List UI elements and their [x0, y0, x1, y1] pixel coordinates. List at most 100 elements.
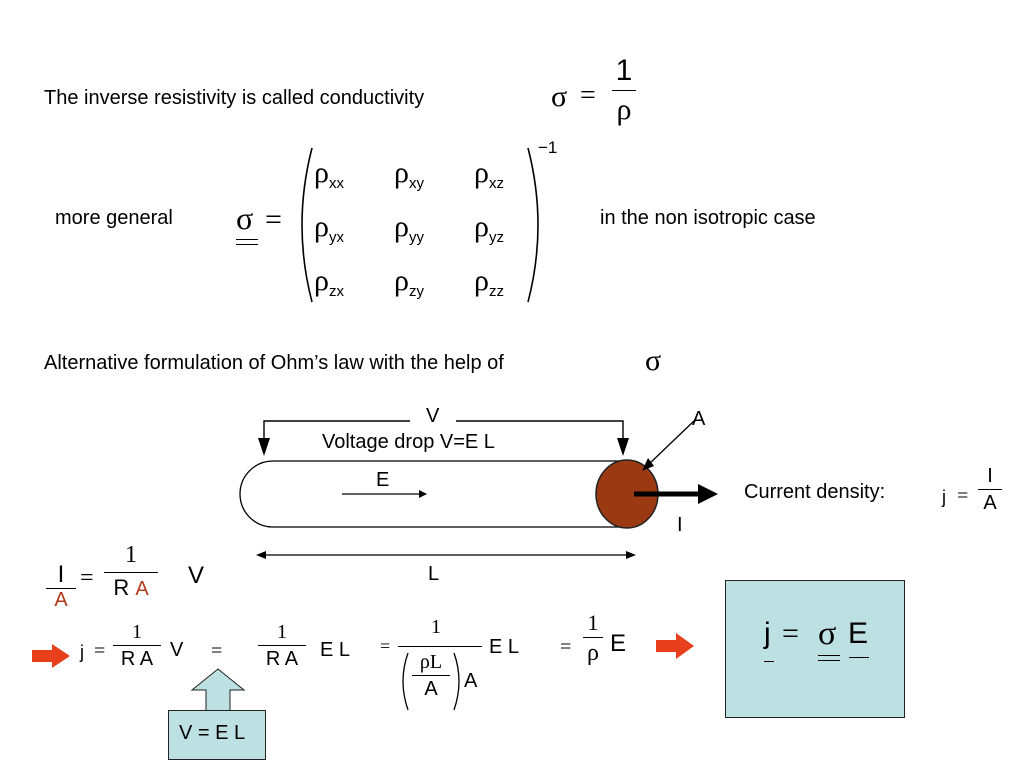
matrix-index: yx — [328, 229, 344, 246]
rho-l-parentheses — [402, 652, 460, 711]
sigma-symbol: σ — [645, 344, 662, 377]
result-box: j = σ E — [725, 580, 905, 718]
fraction-numerator: I — [57, 561, 65, 588]
inverse-exponent: −1 — [538, 138, 558, 157]
current-over-area: I A — [46, 563, 76, 610]
one-over-rho-fraction: 1 ρ — [583, 612, 603, 665]
v-label: V — [426, 405, 440, 427]
fraction-one-over-ra: 1 R A — [113, 622, 161, 669]
equals-sign: = — [580, 80, 596, 111]
fraction-denominator: R A — [120, 648, 154, 670]
j-symbol: j — [764, 617, 771, 650]
up-arrow-icon — [190, 668, 246, 712]
equals-sign: = — [560, 636, 572, 658]
fraction-denominator: R A — [265, 648, 299, 670]
equals-sign: = — [957, 485, 969, 507]
conductor-diagram — [239, 419, 718, 559]
equals-sign: = — [94, 640, 106, 662]
e-underline — [849, 657, 869, 658]
rho-l-over-a-fraction: ρL A — [412, 652, 450, 699]
rho-symbol: ρ — [394, 264, 409, 297]
area-symbol: A — [135, 578, 149, 600]
rho-symbol: ρ — [394, 210, 409, 243]
field-length-product: E L — [320, 639, 351, 661]
fraction-denominator: R A — [113, 575, 149, 600]
j-symbol: j — [942, 487, 946, 507]
non-isotropic-note: in the non isotropic case — [600, 207, 816, 229]
current-density-fraction: I A — [978, 466, 1002, 513]
sigma-underline-1 — [818, 655, 840, 656]
e-field-label: E — [376, 469, 390, 491]
j-symbol: j — [80, 642, 84, 662]
area-symbol: A — [464, 670, 478, 692]
matrix-cell: ρxy — [394, 156, 424, 192]
fraction-numerator: 1 — [277, 621, 287, 643]
sigma-underline-2 — [818, 660, 840, 661]
matrix-cell: ρyz — [474, 210, 504, 246]
hint-text: V = E L — [179, 722, 246, 744]
cylinder-body — [239, 460, 625, 528]
one-over-resistance-fraction: 1 R A — [104, 543, 158, 599]
fraction-numerator: I — [987, 465, 993, 487]
fraction-denominator: A — [424, 678, 438, 700]
field-length-product: E L — [489, 636, 520, 658]
equals-sign: = — [80, 565, 94, 591]
sigma-tensor-symbol: σ — [236, 202, 253, 234]
length-label: L — [428, 563, 440, 585]
matrix-index: yz — [488, 229, 504, 246]
field-symbol: E — [848, 617, 869, 650]
fraction-numerator: 1 — [125, 542, 137, 568]
rho-symbol: ρ — [474, 210, 489, 243]
rho-symbol: ρ — [474, 264, 489, 297]
fraction-numerator: 1 — [431, 616, 441, 638]
right-arrow-icon — [32, 644, 70, 668]
sigma-symbol: σ — [818, 615, 837, 652]
matrix-index: zx — [328, 283, 344, 300]
fraction-numerator: ρL — [420, 652, 442, 672]
voltage-drop-label: Voltage drop V=E L — [322, 431, 495, 453]
hint-box: V = E L — [168, 710, 266, 760]
matrix-index: xz — [488, 175, 504, 192]
sigma-tensor-char: σ — [236, 200, 254, 236]
rho-symbol: ρ — [474, 156, 489, 189]
tensor-underline-1 — [236, 239, 258, 240]
tensor-underline-2 — [236, 244, 258, 245]
rho-l-text: ρL — [419, 651, 443, 673]
rho-symbol: ρ — [394, 156, 409, 189]
matrix-index: xy — [408, 175, 424, 192]
resistance-symbol: R — [113, 575, 130, 600]
equals-sign: = — [211, 640, 223, 662]
right-arrow-icon — [656, 633, 694, 659]
fraction-one-over-ra: 1 R A — [258, 622, 306, 669]
matrix-parentheses — [301, 147, 539, 303]
matrix-cell: ρyy — [394, 210, 424, 246]
field-symbol: E — [610, 630, 627, 657]
matrix-cell: ρxz — [474, 156, 504, 192]
matrix-cell: ρyx — [314, 210, 344, 246]
voltage-symbol: V — [188, 562, 205, 589]
area-label: A — [692, 408, 706, 430]
matrix-index: xx — [328, 175, 344, 192]
area-pointer — [647, 419, 696, 466]
current-label: I — [677, 514, 683, 536]
rho-symbol: ρ — [314, 210, 329, 243]
current-density-label: Current density: — [744, 481, 886, 503]
fraction-numerator: 1 — [587, 610, 599, 635]
fraction-denominator: A — [983, 492, 997, 514]
intro-text: The inverse resistivity is called conduc… — [44, 87, 425, 109]
fraction-denominator: A — [54, 589, 68, 611]
matrix-cell: ρzz — [474, 264, 504, 300]
sigma-symbol: σ — [551, 80, 568, 113]
matrix-cell: ρxx — [314, 156, 344, 192]
inverse-rho-fraction: 1 ρ — [612, 56, 636, 125]
fraction-denominator: ρ — [587, 640, 599, 666]
matrix-cell: ρzx — [314, 264, 344, 300]
matrix-cell: ρzy — [394, 264, 424, 300]
more-general-label: more general — [55, 207, 173, 229]
fraction-denominator: ρ — [616, 93, 632, 126]
fraction-numerator: 1 — [132, 621, 142, 643]
alternative-text: Alternative formulation of Ohm’s law wit… — [44, 352, 504, 374]
equals-sign: = — [265, 203, 282, 236]
voltage-symbol: V — [170, 639, 184, 661]
v-bracket-left — [263, 420, 410, 444]
